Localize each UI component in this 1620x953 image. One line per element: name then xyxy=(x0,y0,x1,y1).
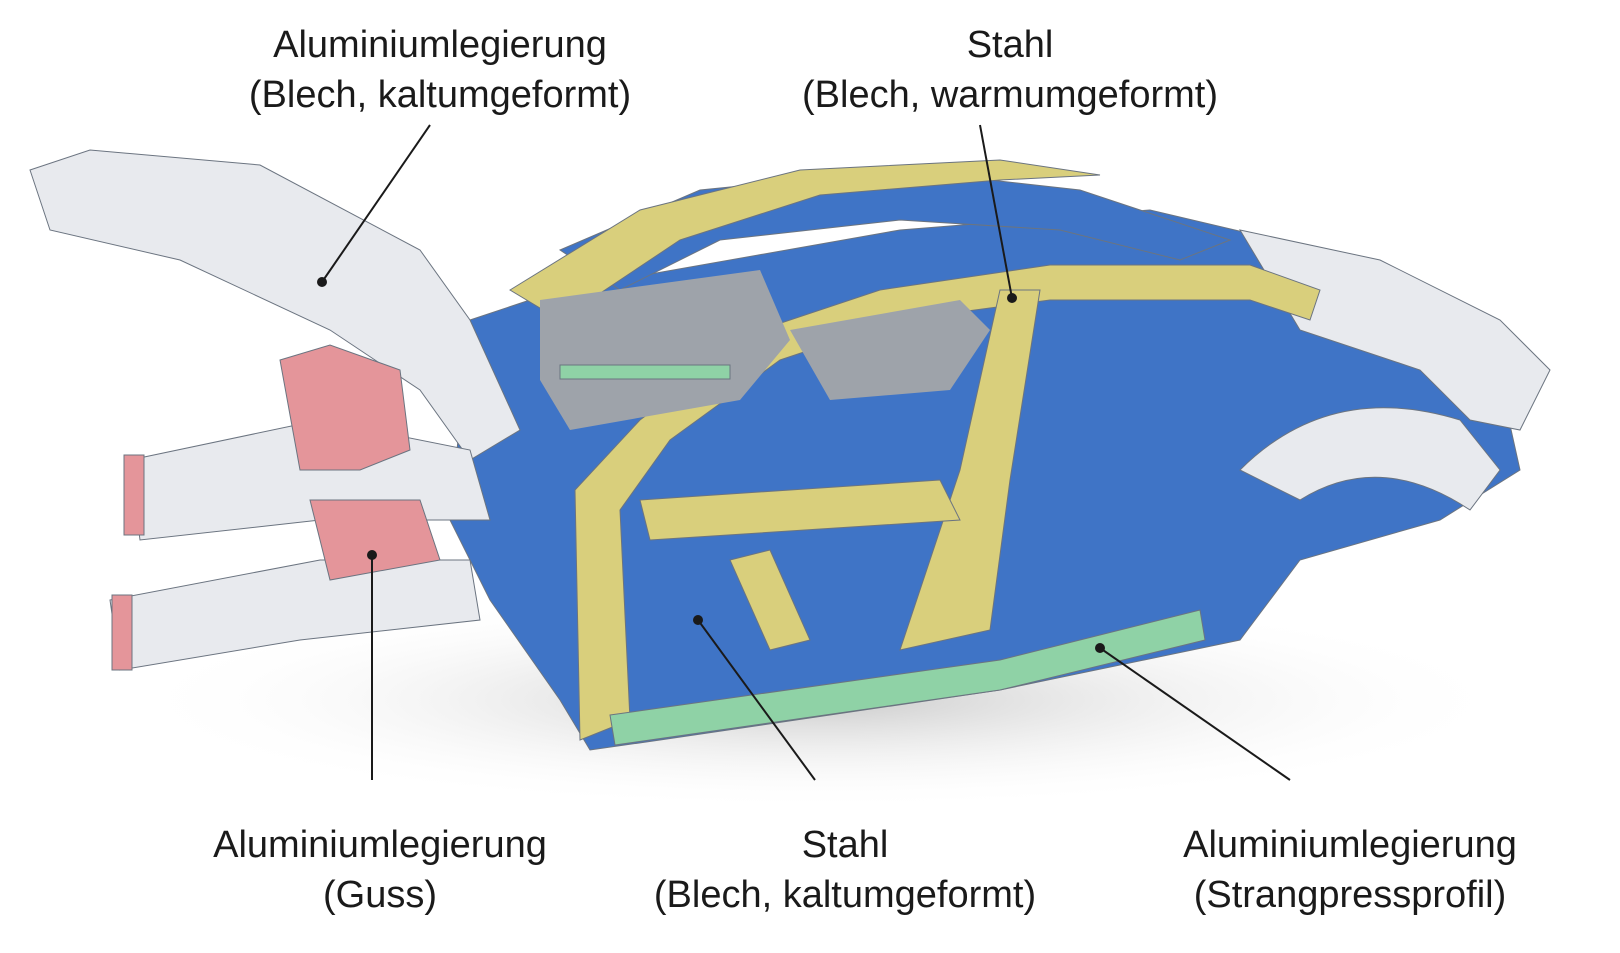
front-crash-tip-upper xyxy=(123,454,145,536)
door-beam-extrusion xyxy=(559,364,731,380)
a-pillar-steel-hot xyxy=(574,264,1321,741)
b-pillar-steel-hot xyxy=(899,289,1041,651)
label-steel-sheet-hot-formed: Stahl (Blech, warmumgeformt) xyxy=(740,20,1280,120)
front-crash-tip-lower xyxy=(111,594,133,671)
label-steel-sheet-cold-formed: Stahl (Blech, kaltumgeformt) xyxy=(600,820,1090,920)
tunnel-brace-steel-hot xyxy=(729,549,811,651)
label-aluminium-cast: Aluminiumlegierung (Guss) xyxy=(160,820,600,920)
label-bottom-left-line1: Aluminiumlegierung xyxy=(213,824,547,866)
rail-node-aluminium-cast xyxy=(309,499,441,581)
label-top-right-line1: Stahl xyxy=(966,24,1054,66)
label-aluminium-sheet-cold-formed: Aluminiumlegierung (Blech, kaltumgeformt… xyxy=(180,20,700,120)
label-aluminium-extrusion: Aluminiumlegierung (Strangpressprofil) xyxy=(1120,820,1580,920)
leader-dot-top-right xyxy=(1007,293,1017,303)
hood-aluminium-sheet xyxy=(29,149,521,461)
label-top-left-line1: Aluminiumlegierung xyxy=(273,24,607,66)
label-bottom-left-line2: (Guss) xyxy=(323,874,437,916)
cross-member-steel-hot xyxy=(639,479,961,541)
leader-dot-bottom-left xyxy=(367,550,377,560)
leader-dot-bottom-right xyxy=(1095,643,1105,653)
leader-top-right xyxy=(979,124,1013,299)
rear-door-inner-panel xyxy=(540,270,790,430)
leader-top-left xyxy=(321,124,431,283)
strut-tower-aluminium-cast xyxy=(279,344,411,471)
label-top-left-line2: (Blech, kaltumgeformt) xyxy=(248,74,632,116)
sill-aluminium-extrusion xyxy=(609,609,1206,746)
leader-bottom-right xyxy=(1099,647,1291,781)
rear-wheel-arch xyxy=(1239,407,1501,511)
label-bottom-right-line2: (Strangpressprofil) xyxy=(1193,874,1507,916)
leader-dot-bottom-mid xyxy=(693,615,703,625)
front-door-inner-panel xyxy=(790,300,990,400)
label-bottom-right-line1: Aluminiumlegierung xyxy=(1183,824,1517,866)
label-top-right-line2: (Blech, warmumgeformt) xyxy=(802,74,1218,116)
label-bottom-mid-line1: Stahl xyxy=(801,824,889,866)
rear-structure-aluminium-sheet xyxy=(1238,229,1551,431)
leader-lines xyxy=(317,124,1291,781)
label-bottom-mid-line2: (Blech, kaltumgeformt) xyxy=(653,874,1037,916)
leader-dot-top-left xyxy=(317,277,327,287)
leader-bottom-mid xyxy=(697,619,816,781)
